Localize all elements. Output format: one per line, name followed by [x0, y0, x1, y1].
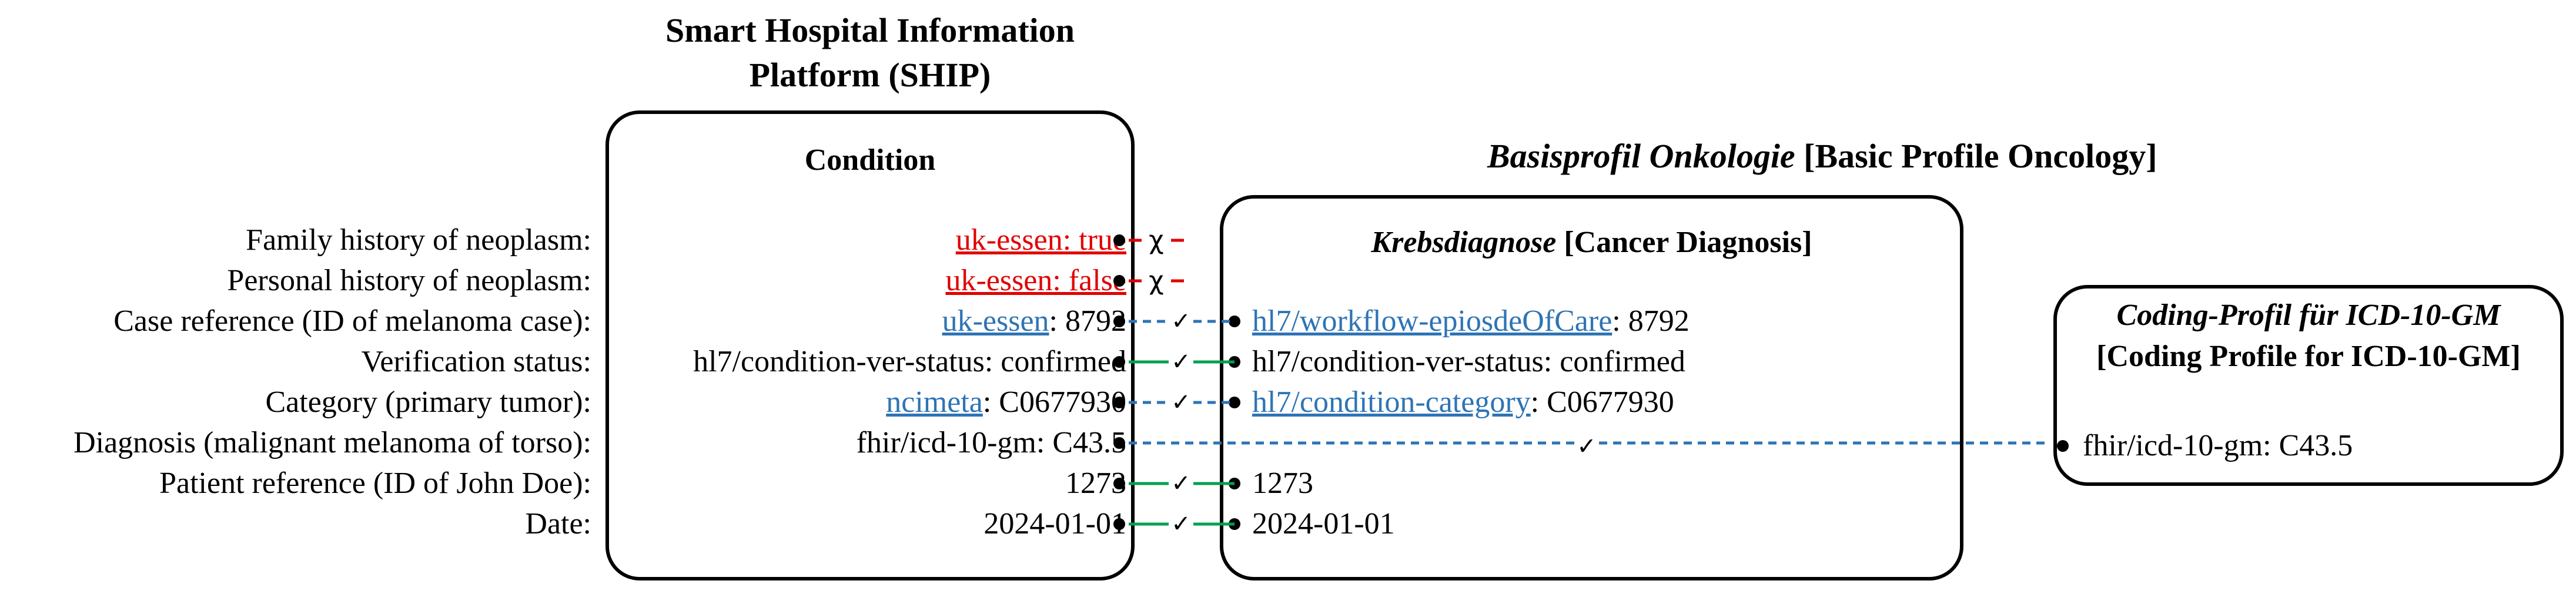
condition-value-dot	[1113, 397, 1125, 408]
condition-value-dot	[1113, 478, 1125, 489]
condition-value-link[interactable]: ncimeta	[886, 385, 983, 419]
condition-value-link[interactable]: uk-essen	[942, 304, 1049, 338]
condition-value-text: : C0677930	[982, 385, 1126, 419]
row-label: Verification status:	[361, 345, 591, 378]
match-mark: ✓	[1577, 433, 1597, 460]
basis-value: hl7/condition-ver-status: confirmed	[1252, 341, 1685, 382]
ship-title-line1: Smart Hospital Information	[665, 11, 1075, 49]
condition-value: uk-essen: 8792	[942, 301, 1126, 342]
krebs-title-plain: [Cancer Diagnosis]	[1556, 226, 1812, 259]
condition-value-dot	[1113, 234, 1125, 246]
row-label: Family history of neoplasm:	[246, 223, 591, 257]
match-mark: ✓	[1171, 511, 1191, 538]
row-label: Personal history of neoplasm:	[227, 264, 591, 297]
condition-value-text: hl7/condition-ver-status: confirmed	[693, 345, 1126, 378]
coding-profile-box	[2053, 285, 2564, 486]
condition-value: fhir/icd-10-gm: C43.5	[857, 422, 1126, 464]
coding-title-italic: Coding-Profil für ICD-10-GM	[2116, 298, 2501, 332]
basis-title-plain: [Basic Profile Oncology]	[1795, 137, 2157, 175]
coding-value: fhir/icd-10-gm: C43.5	[2057, 425, 2353, 467]
mismatch-mark: χ	[1149, 226, 1163, 256]
basis-value: hl7/condition-category: C0677930	[1252, 382, 1674, 423]
condition-value: 2024-01-01	[983, 504, 1126, 545]
match-mark: ✓	[1171, 470, 1191, 497]
condition-value-dot	[1113, 316, 1125, 327]
condition-box	[605, 110, 1135, 580]
basis-value: 2024-01-01	[1252, 504, 1395, 545]
ship-title: Smart Hospital Information Platform (SHI…	[611, 8, 1129, 98]
condition-value-dot	[1113, 437, 1125, 449]
basis-value-text: : C0677930	[1530, 385, 1674, 419]
coding-value-text: fhir/icd-10-gm: C43.5	[2083, 429, 2353, 462]
condition-value: hl7/condition-ver-status: confirmed	[693, 341, 1126, 382]
match-mark: ✓	[1171, 389, 1191, 416]
basis-value-text: 1273	[1252, 467, 1313, 500]
row-label: Diagnosis (malignant melanoma of torso):	[73, 426, 591, 459]
coding-title-plain: [Coding Profile for ICD-10-GM]	[2096, 340, 2521, 373]
ship-title-line2: Platform (SHIP)	[749, 56, 991, 94]
basis-value-text: hl7/condition-ver-status: confirmed	[1252, 345, 1685, 378]
match-mark: ✓	[1171, 348, 1191, 375]
basis-value-link[interactable]: hl7/condition-category	[1252, 385, 1531, 419]
condition-value: uk-essen: true	[956, 220, 1126, 261]
condition-value-dot	[1113, 275, 1125, 287]
krebsdiagnose-box-title: Krebsdiagnose [Cancer Diagnosis]	[1220, 222, 1963, 263]
basis-value-link[interactable]: hl7/workflow-epiosdeOfCare	[1252, 304, 1612, 338]
basis-value: 1273	[1252, 463, 1313, 504]
basis-value-dot	[1229, 316, 1240, 327]
condition-box-title: Condition	[804, 143, 936, 177]
condition-value-dot	[1113, 356, 1125, 368]
condition-value: uk-essen: false	[945, 260, 1126, 301]
basis-value-dot	[1229, 397, 1240, 408]
basis-value-text: 2024-01-01	[1252, 507, 1395, 541]
condition-value-text: 2024-01-01	[983, 507, 1126, 541]
condition-value: ncimeta: C0677930	[886, 382, 1126, 423]
row-label: Case reference (ID of melanoma case):	[113, 304, 591, 338]
basis-value: hl7/workflow-epiosdeOfCare: 8792	[1252, 301, 1690, 342]
condition-value-text: fhir/icd-10-gm: C43.5	[856, 426, 1126, 459]
basis-value-text: : 8792	[1612, 304, 1690, 338]
row-label: Patient reference (ID of John Doe):	[159, 467, 591, 500]
row-label: Date:	[525, 507, 591, 541]
coding-value-dot	[2057, 440, 2069, 452]
condition-value-link[interactable]: uk-essen: true	[955, 223, 1126, 257]
basis-profile-title: Basisprofil Onkologie [Basic Profile Onc…	[1487, 134, 2157, 179]
coding-profile-box-title: Coding-Profil für ICD-10-GM [Coding Prof…	[2053, 295, 2564, 377]
condition-value-link[interactable]: uk-essen: false	[945, 264, 1126, 297]
condition-value-dot	[1113, 518, 1125, 530]
match-mark: ✓	[1171, 308, 1191, 335]
mismatch-mark: χ	[1149, 266, 1163, 296]
basis-title-italic: Basisprofil Onkologie	[1487, 137, 1795, 175]
krebs-title-italic: Krebsdiagnose	[1371, 226, 1557, 259]
row-label: Category (primary tumor):	[265, 385, 591, 419]
krebsdiagnose-box	[1220, 195, 1963, 580]
